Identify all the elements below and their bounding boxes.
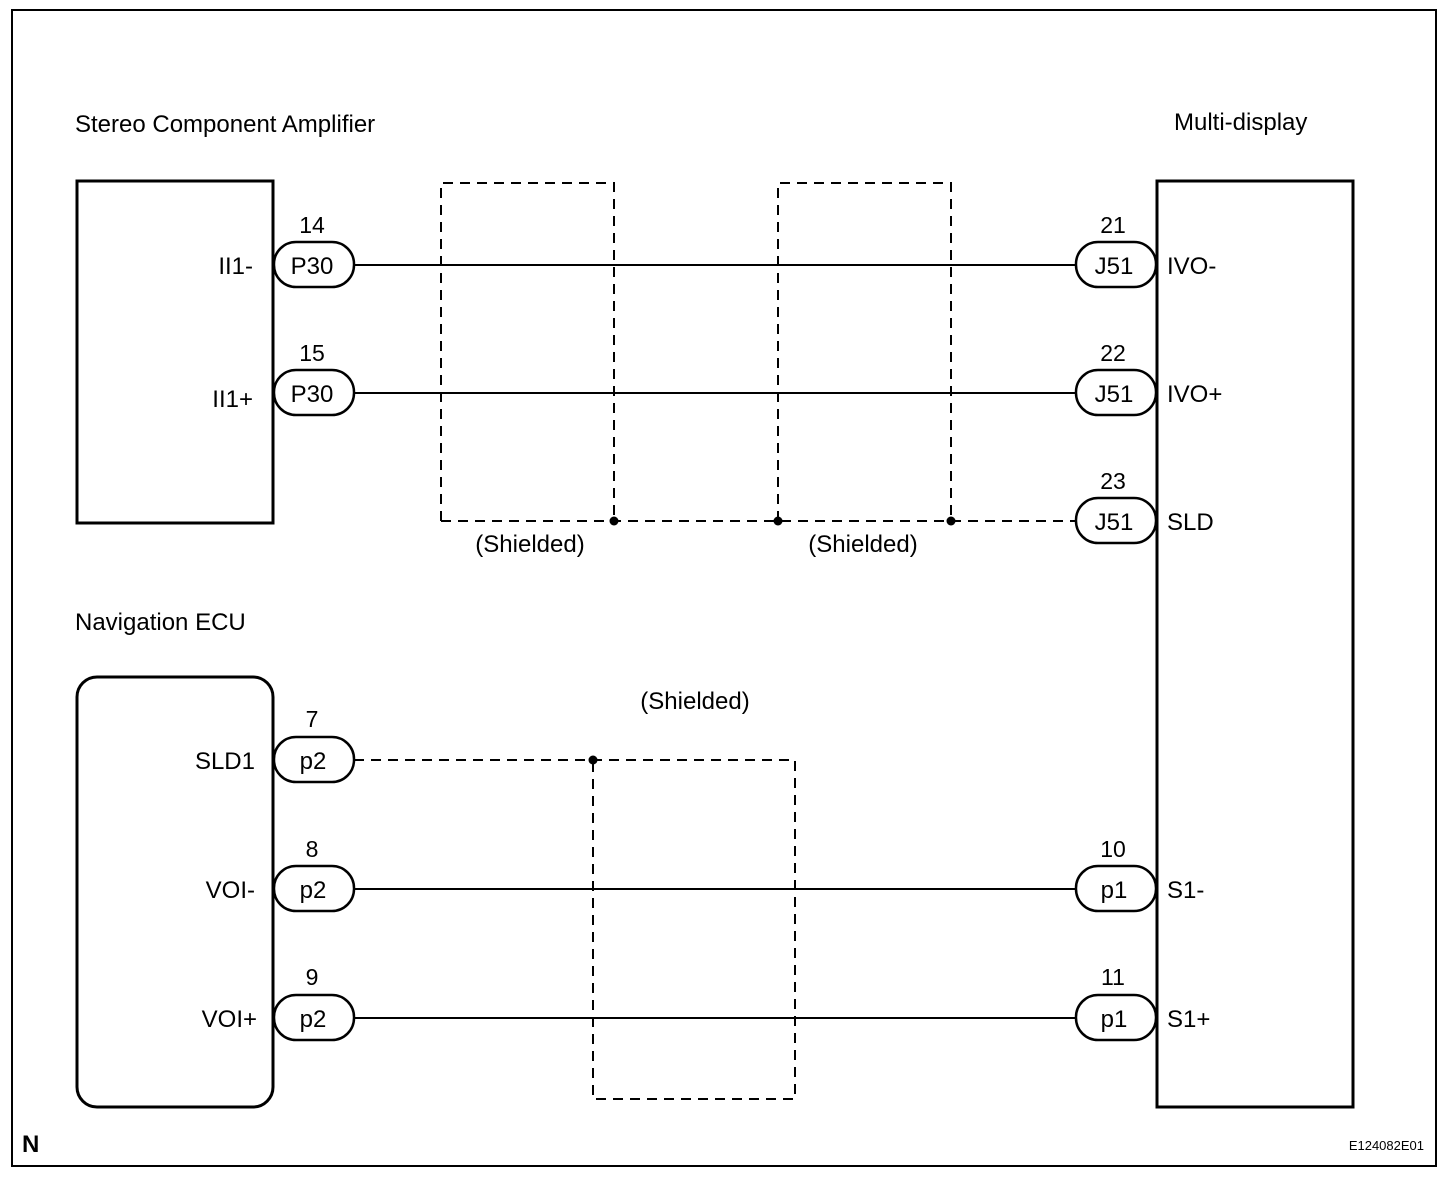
signal-label: S1- [1167,877,1204,904]
navigation-pin-9: 9 p2 VOI+ [202,964,356,1042]
pin-number: 11 [1101,964,1125,990]
multidisplay-pin-22: 22 J51 IVO+ [1074,340,1222,417]
multidisplay-pin-21: 21 J51 IVO- [1074,212,1216,289]
amplifier-pin-15: 15 P30 II1+ [212,340,356,417]
connector-code: P30 [291,381,334,408]
pin-number: 8 [306,836,319,862]
signal-label: IVO+ [1167,381,1222,408]
signal-label: VOI- [206,877,255,904]
shield-label: (Shielded) [640,688,749,715]
pin-number: 15 [299,340,325,366]
shield-label: (Shielded) [475,531,584,558]
navigation-pin-8: 8 p2 VOI- [206,836,356,913]
amplifier-pin-14: 14 P30 II1- [218,212,356,289]
multidisplay-pin-23: 23 J51 SLD [1074,468,1214,545]
shield-box-1 [440,182,615,521]
signal-label: SLD [1167,509,1214,536]
navigation-ecu-label: Navigation ECU [75,609,246,636]
multidisplay-pin-11: 11 p1 S1+ [1074,964,1210,1042]
connector-code: p2 [300,877,327,904]
multidisplay-label: Multi-display [1174,109,1307,136]
connector-pill [1074,368,1158,417]
amplifier-label: Stereo Component Amplifier [75,111,375,138]
pin-number: 9 [306,964,319,990]
shield-junction-dot [588,755,598,765]
connector-pill [272,368,356,417]
pin-number: 22 [1100,340,1126,366]
signal-label: SLD1 [195,748,255,775]
shield-junction-dot [946,516,956,526]
connector-pill [1074,240,1158,289]
navigation-pin-7: 7 p2 SLD1 [195,706,356,784]
connector-code: J51 [1095,381,1134,408]
shield-junction-dot [773,516,783,526]
connector-code: p2 [300,748,327,775]
signal-label: S1+ [1167,1006,1210,1033]
connector-code: p1 [1101,1006,1128,1033]
connector-pill [1074,496,1158,545]
pin-number: 23 [1100,468,1126,494]
connector-code: J51 [1095,509,1134,536]
amplifier-box [75,179,275,525]
pin-number: 7 [306,706,319,732]
corner-mark: N [22,1131,39,1158]
shield-label: (Shielded) [808,531,917,558]
multidisplay-pin-10: 10 p1 S1- [1074,836,1204,913]
multidisplay-box [1155,179,1355,1109]
pin-number: 21 [1100,212,1126,238]
connector-pill [272,240,356,289]
connector-pill [272,993,356,1042]
signal-label: IVO- [1167,253,1216,280]
shield-junction-dot [609,516,619,526]
connector-code: p1 [1101,877,1128,904]
signal-label: II1- [218,253,253,280]
signal-label: II1+ [212,386,253,413]
pin-number: 14 [299,212,325,238]
diagram-frame [11,9,1437,1167]
connector-code: P30 [291,253,334,280]
signal-label: VOI+ [202,1006,257,1033]
connector-code: p2 [300,1006,327,1033]
connector-pill [1074,864,1158,913]
connector-pill [1074,993,1158,1042]
shield-box-2 [777,182,952,521]
connector-code: J51 [1095,253,1134,280]
pin-number: 10 [1100,836,1126,862]
shield-box-3 [354,759,796,1100]
connector-pill [272,735,356,784]
connector-pill [272,864,356,913]
figure-code: E124082E01 [1349,1138,1424,1153]
